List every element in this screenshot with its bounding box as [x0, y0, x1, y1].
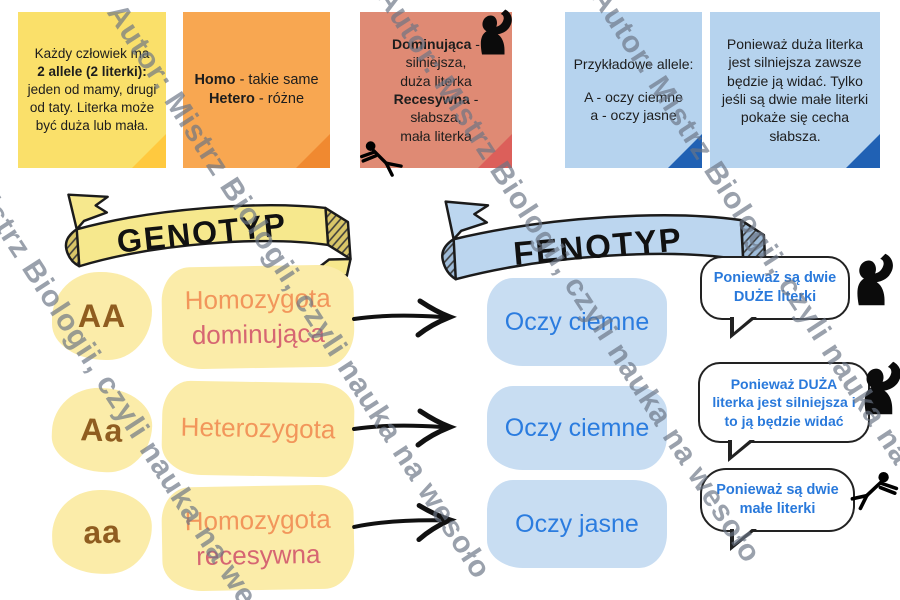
bubble-1: Ponieważ są dwie DUŻE literki — [700, 256, 850, 340]
dominant-def: - silniejsza, — [405, 35, 480, 71]
hetero-term: Hetero — [208, 91, 255, 107]
genotype-blob-Aa: Aa — [50, 386, 154, 474]
genotype-AA: AA — [77, 297, 127, 334]
weak-figure-icon — [358, 138, 410, 178]
homo-term: Homo — [194, 71, 236, 88]
bubble-3: Ponieważ są dwie małe literki — [700, 468, 855, 552]
note-example-alleles: Przykładowe allele: A - oczy ciemne a - … — [565, 12, 702, 168]
note-alleles-line3: jeden od mamy, drugi — [27, 82, 157, 98]
dominant-term: Dominująca — [392, 35, 472, 52]
note-alleles-line2: 2 allele (2 literki): — [37, 64, 147, 80]
muscle-icon — [852, 360, 900, 416]
note-homo-hetero: Homo - takie same Hetero - różne — [183, 12, 330, 168]
note-alleles: Każdy człowiek ma 2 allele (2 literki): … — [18, 12, 166, 168]
folded-corner-icon — [296, 134, 330, 168]
bubble-3-text: Ponieważ są dwie małe literki — [716, 482, 839, 518]
genotype-aa: aa — [82, 512, 122, 551]
note-explanation: Ponieważ duża literka jest silniejsza za… — [710, 12, 880, 168]
phenotype-1: Oczy ciemne — [504, 307, 650, 336]
note-recessive-line2: mała literka — [400, 127, 472, 144]
note-explanation-text: Ponieważ duża literka jest silniejsza za… — [721, 35, 869, 144]
phenotype-blob-1: Oczy ciemne — [487, 278, 667, 366]
zygosity-sub-1: dominująca — [191, 317, 326, 351]
zygosity-main-1: Homozygota — [184, 282, 331, 316]
bubble-1-text: Ponieważ są dwie DUŻE literki — [713, 270, 837, 306]
spacer — [573, 74, 694, 88]
bubble-2: Ponieważ DUŻA literka jest silniejsza i … — [698, 362, 870, 463]
phenotype-3: Oczy jasne — [515, 509, 639, 538]
allele-light-eyes: a - oczy jasne — [590, 107, 677, 124]
muscle-icon — [470, 8, 518, 56]
folded-corner-icon — [668, 134, 702, 168]
muscle-icon — [845, 252, 900, 307]
genotype-blob-aa: aa — [50, 488, 154, 576]
phenotype-2: Oczy ciemne — [504, 413, 650, 442]
note-dominant-line2: duża literka — [400, 72, 472, 89]
arrow-icon — [350, 295, 470, 339]
zygosity-blob-2: Heterozygota — [161, 380, 355, 478]
hetero-def: - różne — [254, 91, 305, 107]
genotyp-title: GENOTYP — [115, 206, 289, 260]
note-alleles-line5: być duża lub mała. — [35, 117, 149, 133]
phenotype-blob-2: Oczy ciemne — [487, 386, 667, 470]
homo-def: - takie same — [235, 71, 319, 88]
note-homo-line: Homo - takie same — [191, 71, 322, 90]
zygosity-sub-3: recesywna — [195, 538, 321, 572]
folded-corner-icon — [132, 134, 166, 168]
note-dominant-recessive: Dominująca - silniejsza, duża literka Re… — [360, 9, 512, 177]
recessive-def: - słabsza, — [410, 91, 479, 126]
weak-figure-icon — [846, 468, 900, 512]
arrow-icon — [349, 497, 471, 547]
note-recessive-line: Recesywna - słabsza, — [368, 90, 504, 127]
phenotype-blob-3: Oczy jasne — [487, 480, 667, 568]
note-alleles-line4: od taty. Literka może — [29, 99, 155, 115]
note-dominant-line: Dominująca - silniejsza, — [368, 35, 504, 72]
arrow-icon — [350, 405, 470, 449]
note-alleles-line1: Każdy człowiek ma — [34, 46, 150, 62]
bubble-2-text: Ponieważ DUŻA literka jest silniejsza i … — [712, 376, 856, 429]
genotype-blob-AA: AA — [52, 272, 152, 360]
recessive-term: Recesywna — [393, 91, 470, 107]
note-hetero-line: Hetero - różne — [191, 90, 322, 109]
zygosity-label-2: Heterozygota — [180, 410, 335, 448]
allele-dark-eyes: A - oczy ciemne — [584, 88, 683, 105]
zygosity-main-3: Homozygota — [184, 503, 331, 537]
genotype-Aa: Aa — [79, 410, 125, 449]
note-example-title: Przykładowe allele: — [573, 56, 694, 73]
zygosity-main-2: Heterozygota — [180, 412, 336, 445]
